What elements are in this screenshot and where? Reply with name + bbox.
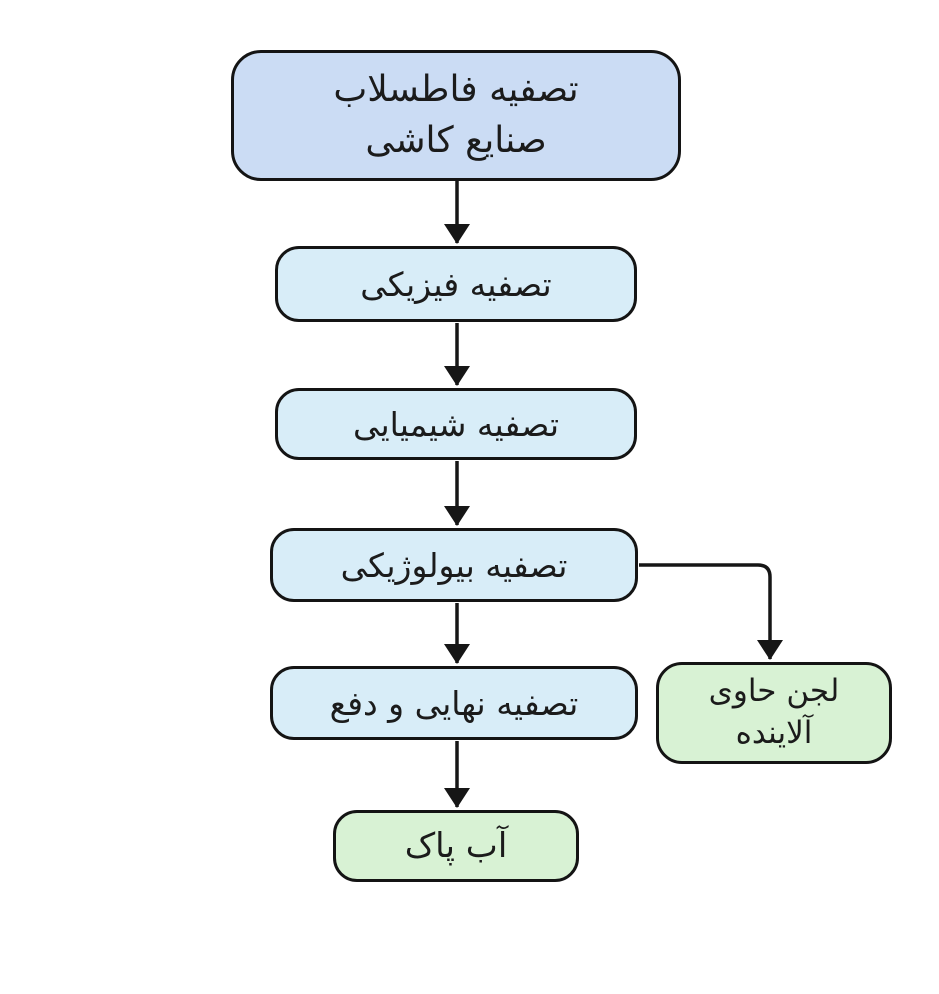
- node-label-line: تصفیه بیولوژیکی: [340, 545, 568, 585]
- node-pollutant-sludge: لجن حاوی آلاینده: [656, 662, 892, 764]
- node-label-line: صنایع کاشی: [365, 119, 547, 161]
- node-clean-water: آب پاک: [333, 810, 579, 882]
- node-physical-treatment: تصفیه فیزیکی: [275, 246, 637, 322]
- edge-biological-to-sludge: [639, 563, 783, 660]
- node-wastewater-source: تصفیه فاطسلاب صنایع کاشی: [231, 50, 681, 181]
- node-label-line: تصفیه فیزیکی: [360, 264, 552, 304]
- node-label-line: تصفیه شیمیایی: [352, 404, 560, 444]
- node-label-line: آب پاک: [404, 826, 508, 866]
- node-label-line: تصفیه نهایی و دفع: [329, 683, 579, 723]
- node-biological-treatment: تصفیه بیولوژیکی: [270, 528, 638, 602]
- node-label-line: آلاینده: [735, 715, 813, 751]
- node-chemical-treatment: تصفیه شیمیایی: [275, 388, 637, 460]
- node-final-treatment-disposal: تصفیه نهایی و دفع: [270, 666, 638, 740]
- node-label-line: تصفیه فاطسلاب: [333, 69, 579, 111]
- node-label-line: لجن حاوی: [708, 673, 840, 710]
